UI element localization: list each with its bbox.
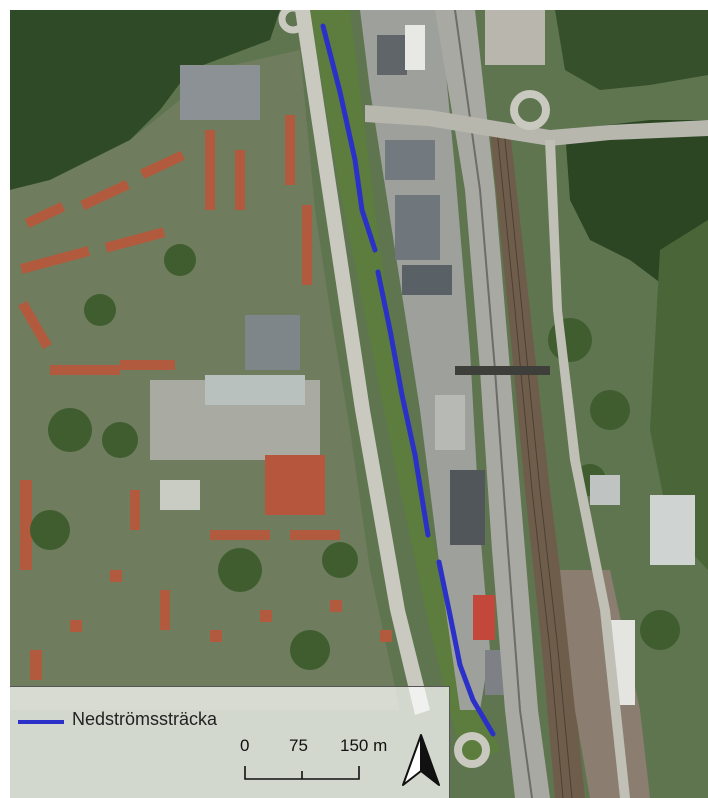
motorway-centerline	[454, 10, 533, 798]
bridge-middle	[455, 366, 550, 375]
overpass-north	[365, 105, 708, 146]
local-road-west	[295, 10, 430, 715]
freight-yard	[560, 570, 650, 798]
scale-label-75: 75	[289, 736, 308, 755]
residential-roofs	[18, 115, 392, 680]
scale-bar	[244, 766, 360, 780]
railway-tracks	[496, 129, 573, 798]
legend-panel: Nedströmssträcka 0 75 150 m	[10, 686, 450, 798]
building-towers	[180, 65, 260, 120]
east-hillside	[650, 220, 708, 570]
forest-area-northeast	[555, 10, 708, 90]
route-segment-1	[320, 23, 378, 253]
roundabout-north	[278, 10, 308, 34]
legend-line-swatch	[18, 720, 64, 724]
aerial-map[interactable]	[10, 10, 708, 798]
route-segment-3	[436, 559, 496, 737]
local-road-east	[545, 140, 630, 798]
north-arrow-icon	[402, 734, 440, 786]
stream-park-strip	[310, 10, 500, 770]
commercial-buildings	[377, 25, 510, 695]
parking-lot	[485, 10, 545, 65]
roundabout-south	[454, 732, 490, 768]
roundabout-east	[510, 90, 550, 130]
forest-area-west	[10, 10, 280, 190]
motorway	[435, 10, 550, 798]
legend-label: Nedströmssträcka	[72, 709, 218, 729]
building-red-block	[265, 455, 325, 515]
route-segment-2	[375, 269, 431, 538]
scale-label-0: 0	[240, 736, 250, 755]
route-downstream-reach	[320, 23, 496, 737]
tree-clusters	[30, 244, 680, 670]
building-hospital-wing	[205, 375, 305, 405]
scale-label-150: 150 m	[340, 736, 388, 755]
building-east	[590, 475, 620, 505]
building-east-2	[650, 495, 695, 565]
building-grey-block	[245, 315, 300, 370]
building-court	[160, 480, 200, 510]
